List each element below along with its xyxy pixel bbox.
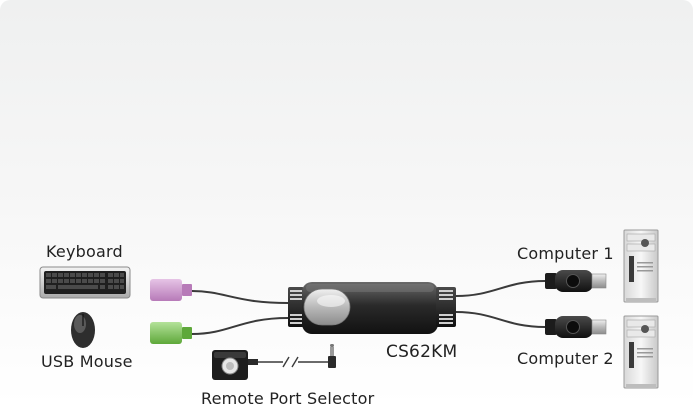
mouse-icon	[71, 312, 95, 348]
mouse-cable	[191, 317, 289, 335]
mouse-ps2-connector	[150, 322, 192, 344]
computer-tower-icon	[623, 229, 659, 303]
keyboard-icon	[39, 266, 131, 299]
computer1-usb-plug	[545, 270, 607, 292]
cables	[191, 280, 546, 363]
computer-2-label: Computer 2	[517, 349, 614, 368]
computer2-usb-plug	[545, 316, 607, 338]
keyboard-cable	[191, 290, 289, 304]
computer-tower-icon	[623, 315, 659, 389]
computer1-cable	[455, 280, 546, 297]
kvm-switch-icon	[288, 282, 456, 334]
computer2-cable	[455, 311, 546, 328]
cable-break-mark	[282, 356, 299, 368]
remote-audio-plug	[328, 344, 336, 368]
usb-mouse-label: USB Mouse	[41, 352, 133, 371]
remote-selector-icon	[212, 350, 258, 380]
keyboard-ps2-connector	[150, 279, 192, 301]
kvm-model-label: CS62KM	[386, 342, 458, 362]
computer-1-label: Computer 1	[517, 244, 614, 263]
keyboard-label: Keyboard	[46, 242, 123, 261]
remote-port-selector-label: Remote Port Selector	[201, 389, 375, 406]
